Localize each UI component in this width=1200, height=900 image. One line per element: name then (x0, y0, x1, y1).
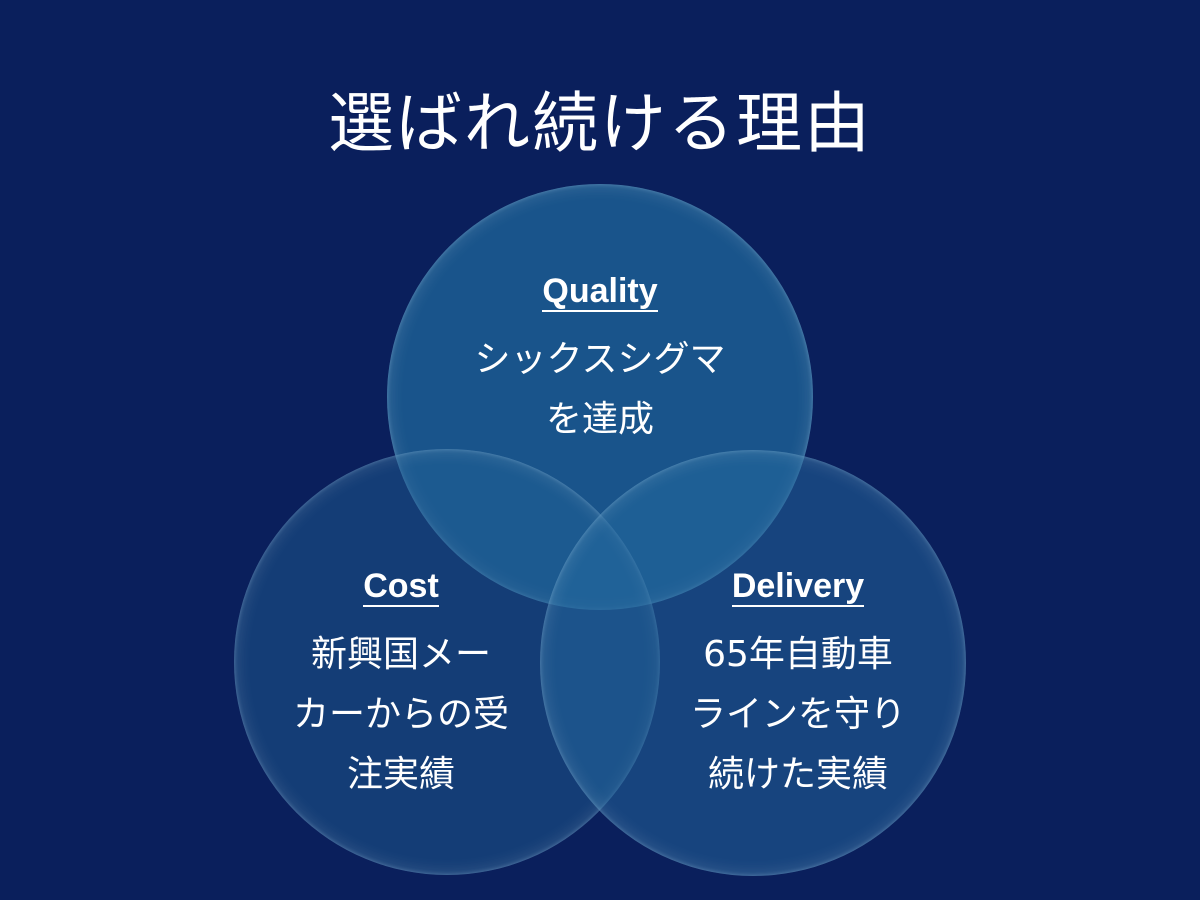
cost-text: 新興国メー カーからの受 注実績 (292, 634, 509, 795)
quality-text: シックスシグマ を達成 (474, 339, 726, 440)
delivery-label: Delivery 65年自動車 ラインを守り 続けた実績 (628, 567, 968, 805)
quality-label: Quality シックスシグマ を達成 (430, 272, 770, 450)
quality-heading: Quality (542, 272, 658, 312)
slide-title: 選ばれ続ける理由 (328, 85, 872, 162)
cost-heading: Cost (363, 567, 439, 607)
delivery-text: 65年自動車 ラインを守り 続けた実績 (689, 634, 906, 795)
delivery-heading: Delivery (731, 567, 865, 607)
cost-label: Cost 新興国メー カーからの受 注実績 (231, 567, 571, 805)
delivery-circle (540, 450, 966, 876)
